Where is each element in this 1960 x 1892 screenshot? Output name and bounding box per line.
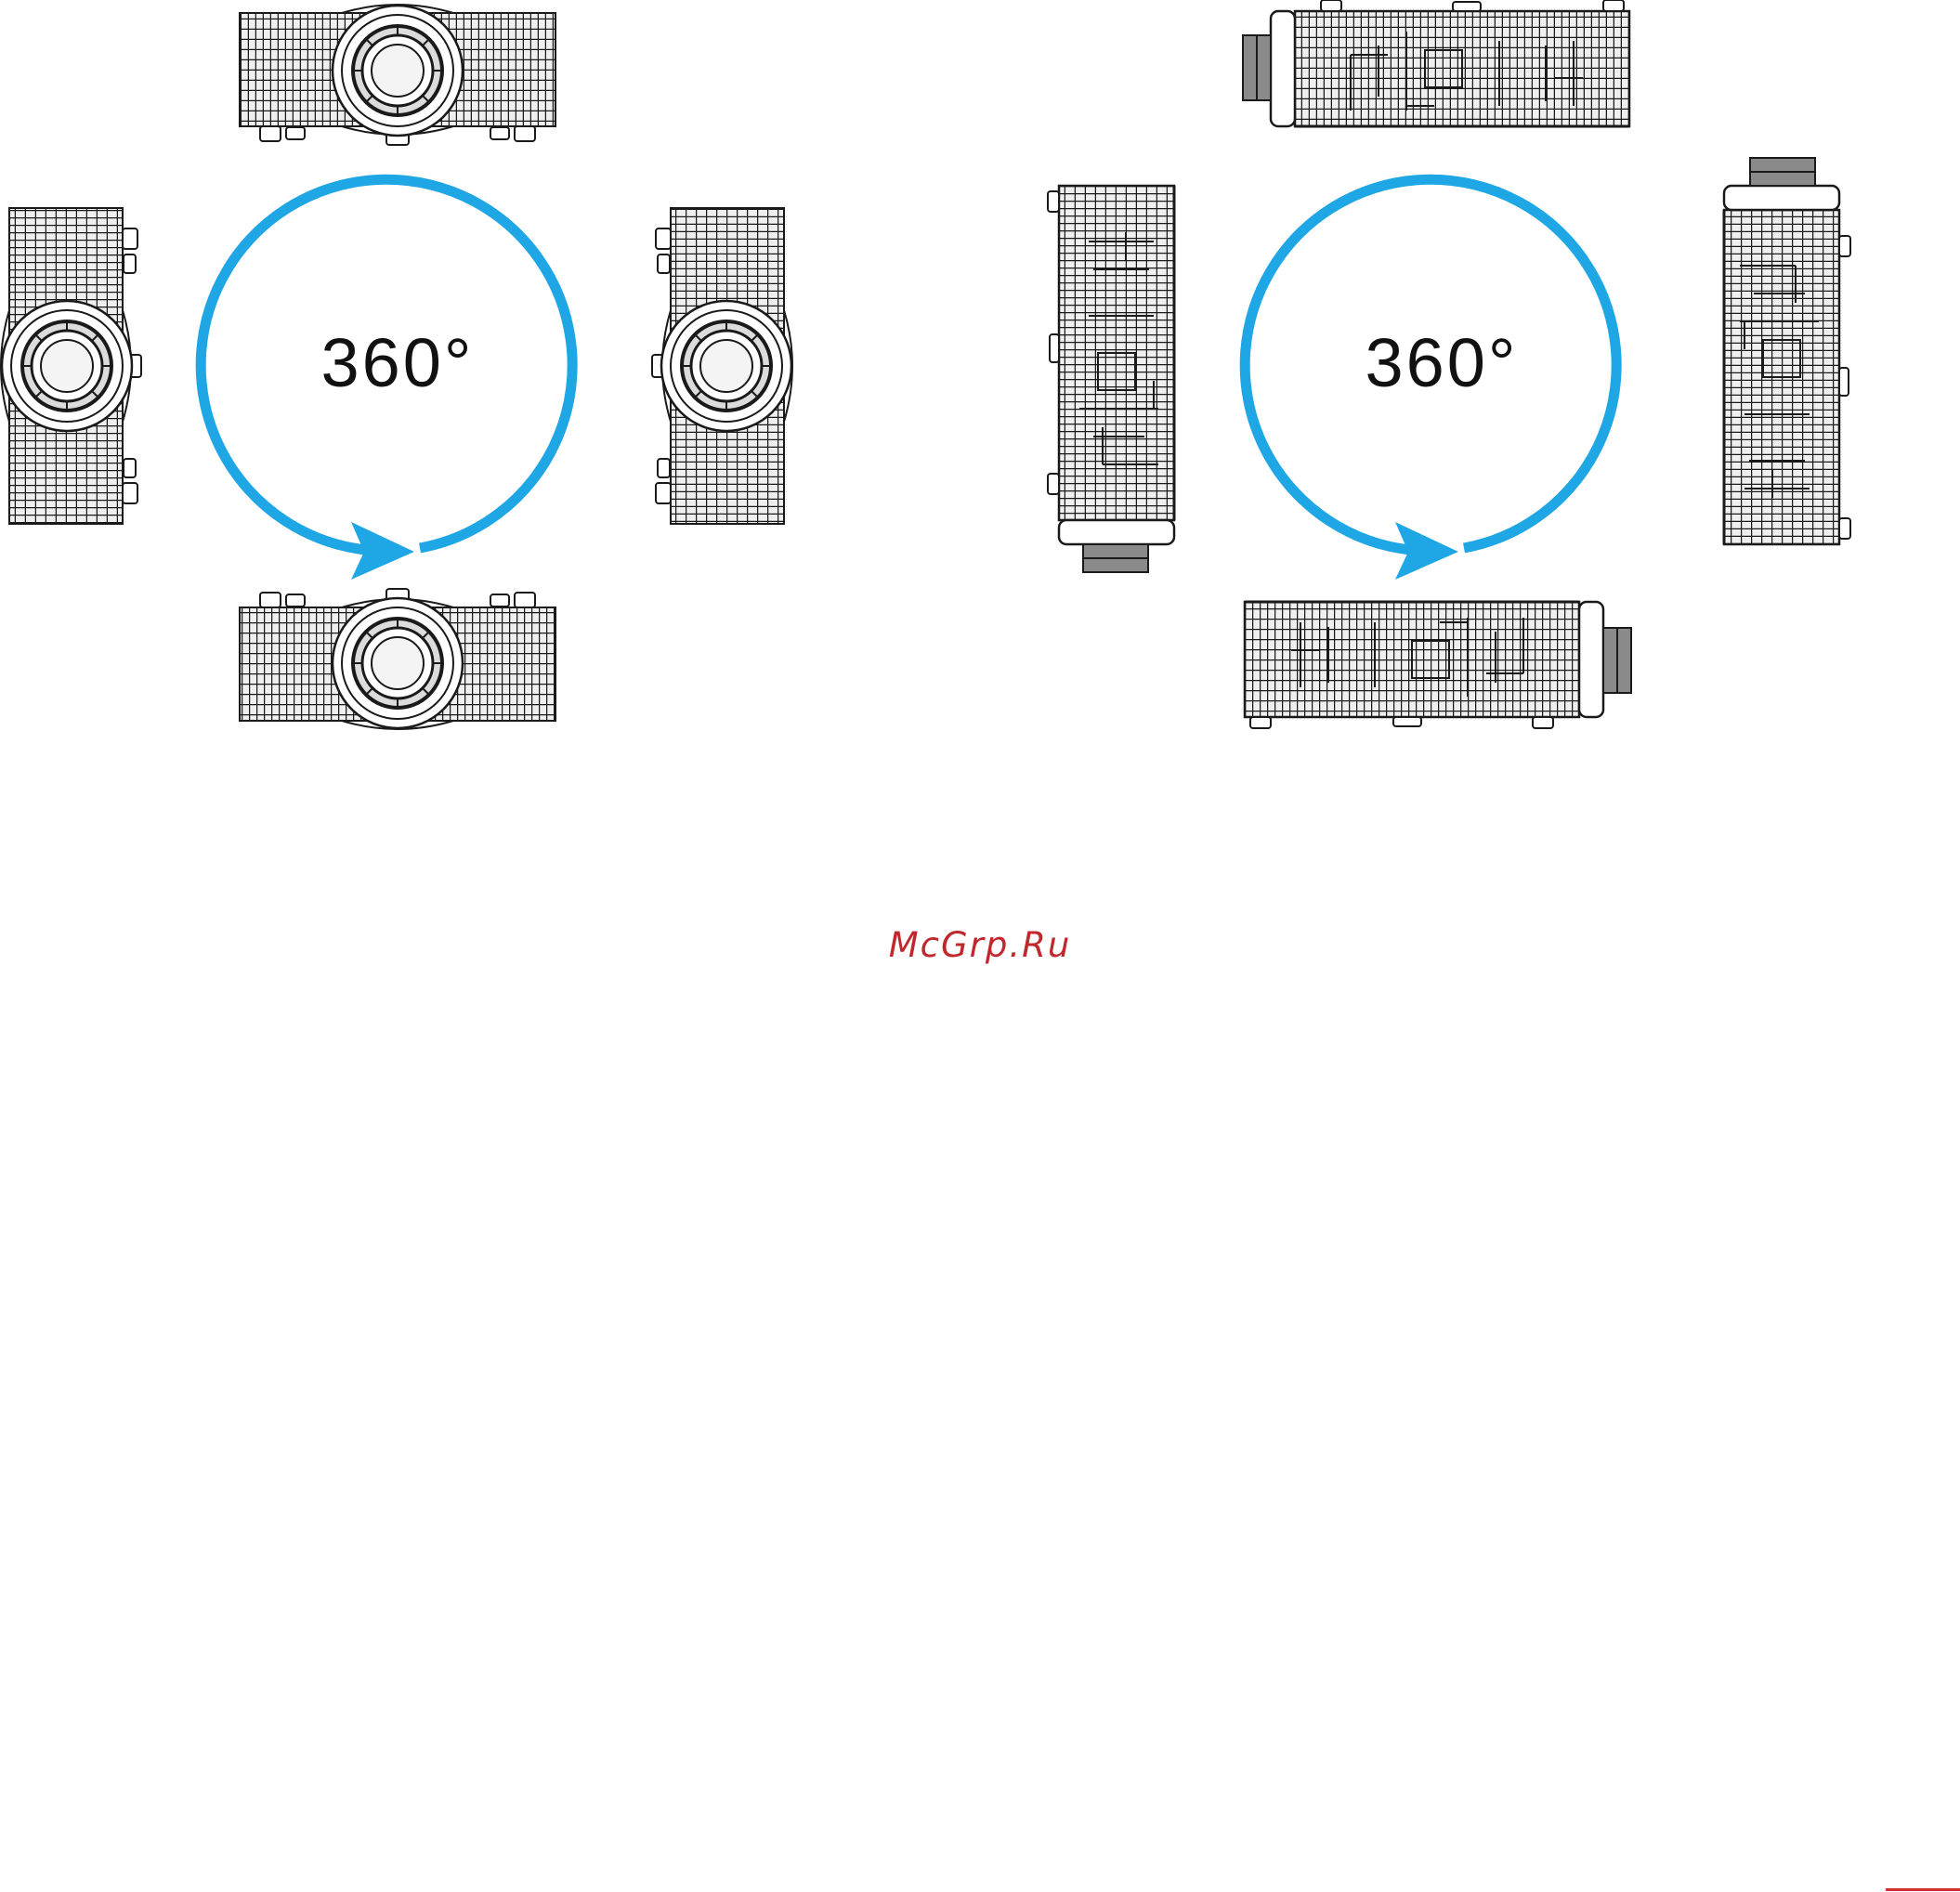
rotation-label-left: 360° bbox=[320, 324, 474, 401]
corner-rule bbox=[1886, 1888, 1960, 1891]
projector-side-bottom bbox=[1245, 602, 1631, 728]
projector-front-right bbox=[652, 208, 792, 524]
projector-front-bottom bbox=[240, 589, 555, 729]
projector-side-right bbox=[1724, 158, 1850, 544]
projector-side-left bbox=[1048, 186, 1174, 572]
projector-front-left bbox=[1, 208, 141, 524]
projector-front-top bbox=[240, 5, 555, 145]
watermark-text: McGrp.Ru bbox=[0, 925, 1960, 965]
projector-side-top bbox=[1243, 0, 1629, 126]
rotation-label-right: 360° bbox=[1365, 324, 1518, 401]
